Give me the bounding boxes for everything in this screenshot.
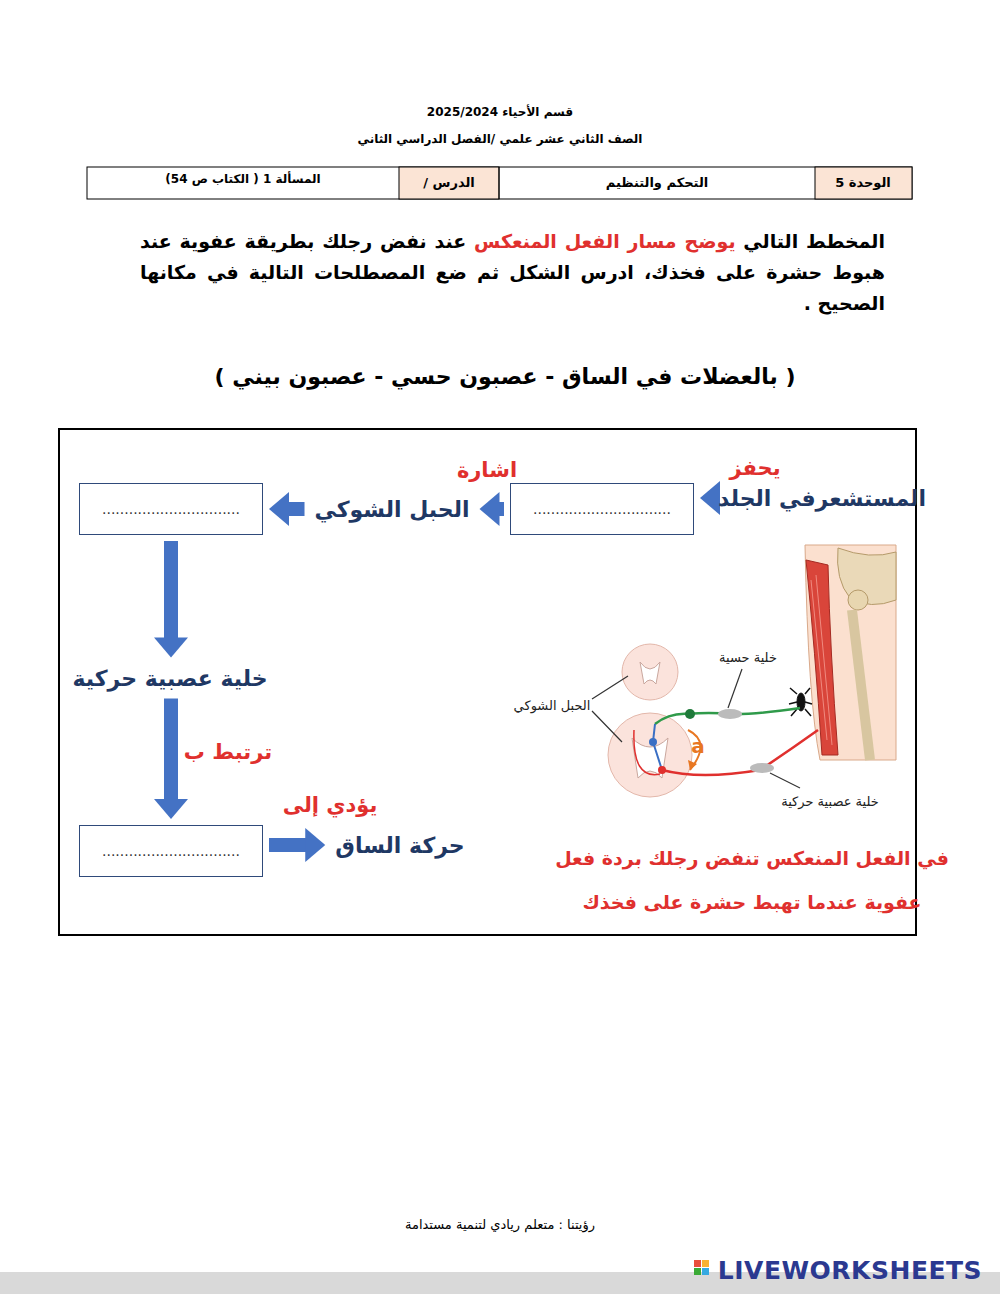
dotted-blank: ...............................: [102, 501, 240, 517]
header-text: الصف الثاني عشر علمي /الفصل الدراسي الثا…: [358, 132, 643, 146]
part-label: الحبل الشوكي: [514, 698, 591, 713]
flow-arrow: [700, 481, 720, 515]
watermark: LIVEWORKSHEETS: [718, 1256, 982, 1285]
flow-term: الحبل الشوكي: [311, 495, 474, 524]
flow-text: خلية عصبية حركية: [72, 666, 267, 691]
header-text: قسم الأحياء 2025/2024: [427, 105, 573, 119]
footer-note: رؤيتنا : متعلم ريادي لتنمية مستدامة: [405, 1217, 595, 1232]
dotted-blank: ...............................: [102, 843, 240, 859]
table-cell: المسألة 1 ( الكتاب ص 54): [165, 172, 320, 186]
part-label: خلية عصبية حركية: [781, 794, 879, 809]
flow-text: الحبل الشوكي: [315, 497, 470, 522]
instruction-paragraph: المخطط التالي يوضح مسار الفعل المنعكس عن…: [140, 226, 885, 319]
flow-term: المستشعرفي الجلد: [714, 484, 930, 513]
flow-text: المستشعرفي الجلد: [718, 486, 926, 511]
flow-term: حركة الساق: [331, 831, 468, 860]
caption: في الفعل المنعكس تنفض رجلك بردة فعل عفوي…: [552, 836, 952, 924]
flow-arrow: [269, 828, 325, 862]
dotted-blank: ...............................: [533, 501, 671, 517]
flow-arrow: [479, 492, 504, 526]
table-cell: التحكم والتنظيم: [606, 175, 709, 190]
answer-box: ...............................: [510, 483, 694, 535]
flow-arrow: [269, 492, 305, 526]
edge-label: ترتبط ب: [182, 740, 274, 764]
edge-label: يحفز: [727, 456, 782, 480]
answer-box: ...............................: [79, 483, 263, 535]
edge-label: اشارة: [455, 458, 519, 482]
table-cell: الوحدة 5: [835, 175, 891, 190]
callout-letter: a: [691, 734, 705, 758]
terms-list: ( بالعضلات في الساق - عصبون حسي - عصبون …: [215, 364, 796, 389]
part-label: خلية حسية: [719, 650, 777, 665]
edge-label: يؤدي إلى: [281, 793, 380, 817]
instruction-text: يوضح مسار الفعل المنعكس: [474, 230, 735, 252]
answer-box: ...............................: [79, 825, 263, 877]
instruction-text: المخطط التالي: [743, 230, 885, 252]
table-cell: الدرس /: [423, 175, 475, 190]
flow-text: حركة الساق: [335, 833, 464, 858]
flow-arrow: [154, 541, 188, 658]
flow-term: خلية عصبية حركية: [68, 664, 271, 693]
